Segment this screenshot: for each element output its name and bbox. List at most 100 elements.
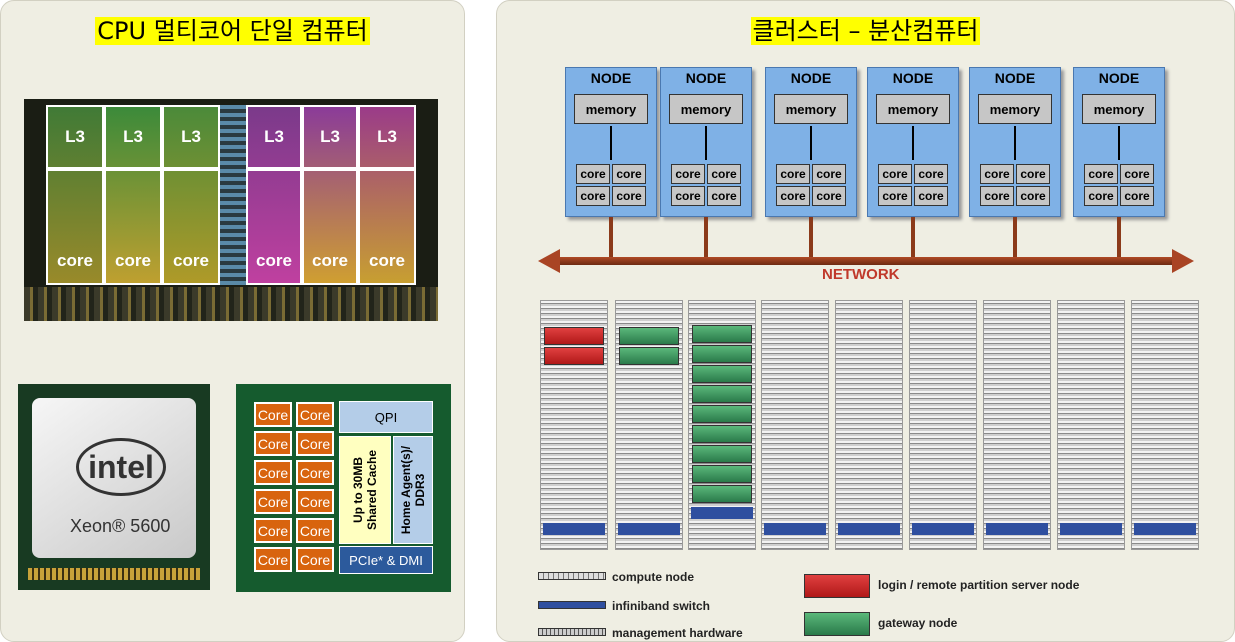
login-server [544,347,604,365]
core-cell: core [1016,186,1050,206]
l3-label: L3 [162,105,220,169]
core-cell: Core [254,489,292,514]
legend-infiniband: infiniband switch [612,599,710,613]
core-cell: core [671,186,705,206]
node-label: NODE [1098,70,1140,86]
home-agent-block: Home Agent(s)/DDR3 [393,436,433,544]
network-bus [550,257,1180,265]
gateway-server [692,425,752,443]
memory-core-arrow [705,126,707,160]
management-swatch [538,628,606,636]
die-column-2: L3 core [104,105,162,285]
network-link [809,217,813,262]
core-cell: core [812,164,846,184]
die-photo: L3 core L3 core L3 core L3 core L3 core … [24,99,438,321]
core-cell: Core [296,402,334,427]
core-cell: Core [254,518,292,543]
server-rack [983,300,1051,550]
infiniband-switch [543,523,605,535]
network-link [1013,217,1017,262]
left-title: CPU 멀티코어 단일 컴퓨터 [95,17,370,45]
core-cell: Core [254,547,292,572]
core-cell: core [878,186,912,206]
legend-login: login / remote partition server node [878,578,1080,592]
server-rack [1131,300,1199,550]
network-link [911,217,915,262]
infiniband-switch [986,523,1048,535]
core-cell: Core [296,431,334,456]
login-node-swatch [804,574,870,598]
server-rack [1057,300,1125,550]
core-cell: core [1016,164,1050,184]
network-arrow-left [538,249,560,273]
die-column-1: L3 core [46,105,104,285]
core-cell: Core [254,460,292,485]
core-cell: core [776,186,810,206]
gateway-server [692,485,752,503]
gateway-server [692,325,752,343]
infiniband-switch [1060,523,1122,535]
node-label: NODE [685,70,727,86]
gateway-server [692,445,752,463]
legend-gateway: gateway node [878,616,958,630]
core-cell: core [576,186,610,206]
server-rack [909,300,977,550]
core-cell: core [671,164,705,184]
qpi-block: QPI [339,401,433,433]
server-rack [688,300,756,550]
gateway-node-swatch [804,612,870,636]
core-cell: Core [254,402,292,427]
die-column-3: L3 core [162,105,220,285]
chip-model: Xeon® 5600 [70,516,171,536]
right-title: 클러스터 – 분산컴퓨터 [750,17,981,45]
memory-block: memory [978,94,1052,124]
legend-management: management hardware [612,626,743,640]
core-cell: core [1084,186,1118,206]
server-rack [540,300,608,550]
core-cell: core [980,164,1014,184]
core-cell: Core [296,460,334,485]
gateway-server [692,465,752,483]
infiniband-switch [691,507,753,519]
core-cell: Core [296,518,334,543]
infiniband-switch [912,523,974,535]
core-label: core [104,169,162,285]
core-label: core [246,169,302,285]
core-label: core [358,169,416,285]
core-cell: core [914,186,948,206]
server-rack [835,300,903,550]
memory-block: memory [1082,94,1156,124]
compute-node-swatch [538,572,606,580]
gateway-server [692,405,752,423]
memory-block: memory [876,94,950,124]
infiniband-switch [764,523,826,535]
core-label: core [162,169,220,285]
core-cell: Core [254,431,292,456]
legend-compute: compute node [612,570,695,584]
core-cell: core [707,164,741,184]
infiniband-switch [838,523,900,535]
node-label: NODE [790,70,832,86]
xeon-chip-photo: intel Xeon® 5600 [18,384,210,590]
intel-logo: intel [76,438,166,496]
memory-core-arrow [1118,126,1120,160]
die-column-4: L3 core [246,105,302,285]
core-cell: core [707,186,741,206]
core-cell: core [776,164,810,184]
network-label: NETWORK [822,266,900,283]
network-link [704,217,708,262]
core-cell: Core [296,547,334,572]
chip-contacts [28,568,200,580]
infiniband-swatch [538,601,606,609]
l3-label: L3 [358,105,416,169]
core-cell: core [576,164,610,184]
